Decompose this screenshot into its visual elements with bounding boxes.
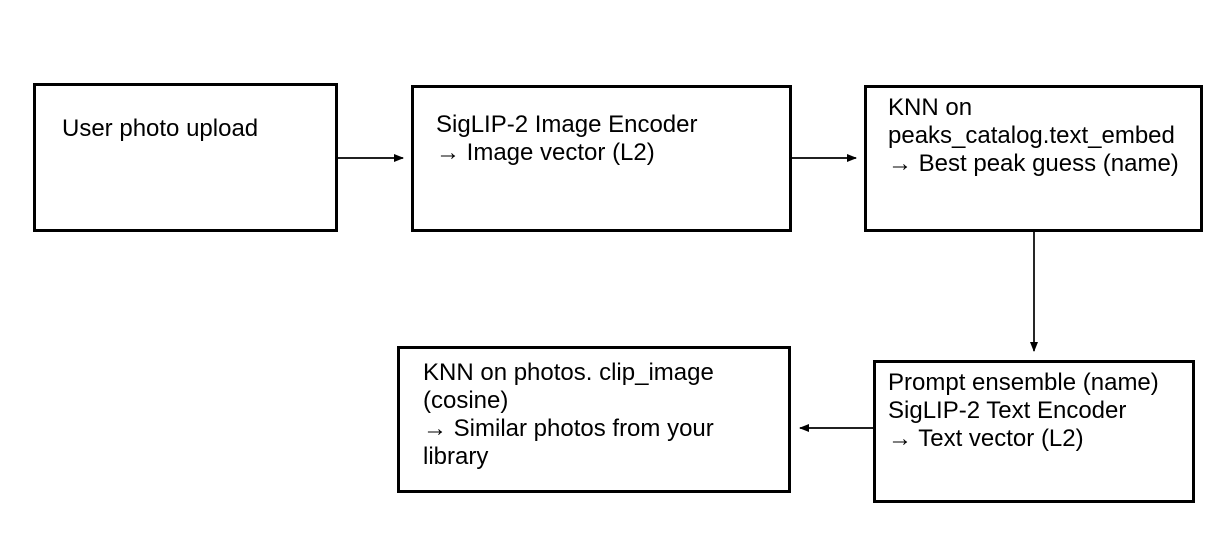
node-siglip2-image-encoder: SigLIP-2 Image Encoder → Image vector (L…	[411, 85, 792, 232]
node-siglip2-image-encoder-label: SigLIP-2 Image Encoder → Image vector (L…	[436, 111, 698, 166]
node-user-photo-upload: User photo upload	[33, 83, 338, 232]
node-knn-photos-library: KNN on photos. clip_image (cosine) → Sim…	[397, 346, 791, 493]
node-knn-peaks-catalog: KNN on peaks_catalog.text_embed → Best p…	[864, 85, 1203, 232]
node-knn-peaks-catalog-label: KNN on peaks_catalog.text_embed → Best p…	[888, 94, 1179, 177]
node-siglip2-text-encoder: Prompt ensemble (name) SigLIP-2 Text Enc…	[873, 360, 1195, 503]
node-user-photo-upload-label: User photo upload	[62, 115, 259, 142]
node-knn-photos-library-label: KNN on photos. clip_image (cosine) → Sim…	[423, 359, 714, 470]
node-siglip2-text-encoder-label: Prompt ensemble (name) SigLIP-2 Text Enc…	[888, 369, 1159, 452]
